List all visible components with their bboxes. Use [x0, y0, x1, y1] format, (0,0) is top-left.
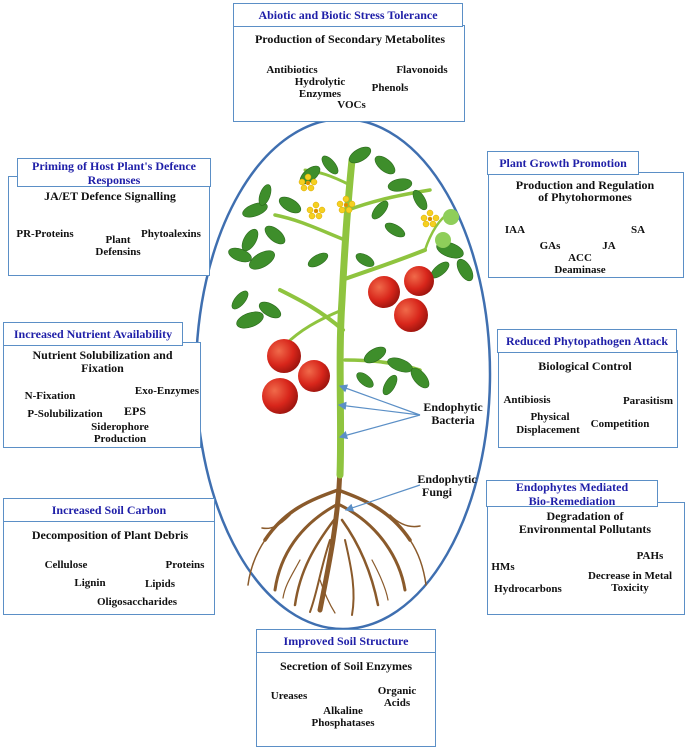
stress-header: Abiotic and Biotic Stress Tolerance: [233, 3, 463, 27]
priming-header: Priming of Host Plant's Defence Response…: [17, 158, 211, 187]
priming-subtitle: JA/ET Defence Signalling: [44, 189, 176, 203]
growth-item-gas: GAs: [539, 240, 561, 252]
phyto-item-antibiosis: Antibiosis: [503, 394, 551, 406]
plant-tomatoes: [262, 209, 459, 414]
stress-item-flavonoids: Flavonoids: [396, 64, 448, 76]
nutrient-item-eps: EPS: [123, 404, 146, 418]
plant-leaves: [228, 146, 474, 396]
growth-item-iaa: IAA: [504, 224, 526, 236]
stress-item-phenols: Phenols: [371, 82, 409, 94]
stress-box: [233, 25, 465, 122]
nutrient-item-p-solubilization: P-Solubilization: [27, 408, 103, 420]
phyto-subtitle: Biological Control: [538, 359, 632, 373]
endophytic-fungi-label-line1: Endophytic: [417, 472, 477, 486]
stress-item-antibiotics: Antibiotics: [266, 64, 318, 76]
phyto-item-displacement: Displacement: [516, 424, 580, 436]
nutrient-title: Increased Nutrient Availability: [13, 327, 173, 341]
growth-item-deaminase: Deaminase: [554, 264, 606, 276]
soil-item-acids: Acids: [383, 697, 411, 709]
growth-box: [488, 172, 684, 278]
phyto-title: Reduced Phytopathogen Attack: [505, 334, 668, 348]
endophytic-fungi-label-line2: Fungi: [421, 485, 452, 499]
priming-title-line1: Priming of Host Plant's Defence: [32, 158, 196, 173]
bioremed-item-hms: HMs: [491, 561, 515, 573]
stress-item-enzymes: Enzymes: [298, 88, 342, 100]
growth-title: Plant Growth Promotion: [499, 156, 627, 170]
phyto-box: [498, 350, 678, 448]
nutrient-subtitle-line2: Fixation: [81, 361, 124, 375]
priming-title-line2: Responses: [87, 172, 141, 187]
bioremed-box: [487, 502, 685, 615]
carbon-item-lignin: Lignin: [74, 577, 106, 589]
phyto-header: Reduced Phytopathogen Attack: [497, 329, 677, 353]
plant-roots: [247, 467, 427, 616]
stress-item-vocs: VOCs: [337, 99, 366, 111]
priming-box: [8, 176, 210, 276]
priming-item-defensins: Defensins: [95, 246, 141, 258]
growth-header: Plant Growth Promotion: [487, 151, 639, 175]
growth-subtitle-line1: Production and Regulation: [515, 178, 655, 192]
phyto-item-parasitism: Parasitism: [622, 395, 674, 407]
phyto-item-competition: Competition: [590, 418, 650, 430]
growth-item-acc: ACC: [568, 252, 592, 264]
soil-item-alkaline: Alkaline: [323, 705, 363, 717]
soil-header: Improved Soil Structure: [256, 629, 436, 653]
soil-item-organic: Organic: [377, 685, 417, 697]
bioremed-subtitle-line2: Environmental Pollutants: [518, 522, 652, 536]
bioremed-subtitle-line1: Degradation of: [546, 509, 624, 523]
stress-title: Abiotic and Biotic Stress Tolerance: [258, 8, 438, 22]
nutrient-item-exo-enzymes: Exo-Enzymes: [134, 385, 200, 397]
priming-item-pr-proteins: PR-Proteins: [16, 228, 74, 240]
bioremed-title-line1: Endophytes Mediated: [515, 479, 629, 494]
carbon-item-proteins: Proteins: [165, 559, 205, 571]
soil-box: [256, 650, 436, 747]
plant-flowers: [298, 173, 440, 228]
soil-item-ureases: Ureases: [270, 690, 308, 702]
endophytic-bacteria-label-line2: Bacteria: [431, 413, 475, 427]
soil-subtitle: Secretion of Soil Enzymes: [279, 659, 413, 673]
priming-item-plant: Plant: [105, 234, 131, 246]
growth-item-ja: JA: [602, 240, 616, 252]
bioremed-item-decrease: Decrease in Metal: [587, 570, 673, 582]
growth-subtitle-line2: of Phytohormones: [538, 190, 632, 204]
growth-item-sa: SA: [630, 224, 646, 236]
nutrient-item-siderophore: Siderophore: [91, 421, 149, 433]
nutrient-item-n-fixation: N-Fixation: [24, 390, 76, 402]
priming-item-phytoalexins: Phytoalexins: [141, 228, 201, 240]
carbon-subtitle: Decomposition of Plant Debris: [31, 528, 189, 542]
bioremed-title-line2: Bio-Remediation: [528, 493, 616, 508]
bioremed-header: Endophytes Mediated Bio-Remediation: [486, 479, 658, 508]
stress-item-hydrolytic: Hydrolytic: [294, 76, 346, 88]
soil-item-phosphatases: Phosphatases: [311, 717, 375, 729]
carbon-item-oligosaccharides: Oligosaccharides: [96, 596, 178, 608]
nutrient-box: [3, 342, 201, 448]
carbon-item-lipids: Lipids: [145, 578, 175, 590]
nutrient-header: Increased Nutrient Availability: [3, 322, 183, 346]
phyto-item-physical: Physical: [530, 411, 570, 423]
soil-title: Improved Soil Structure: [283, 634, 409, 648]
bioremed-item-hydrocarbons: Hydrocarbons: [494, 583, 562, 595]
endophytic-bacteria-label-line1: Endophytic: [423, 400, 483, 414]
nutrient-subtitle-line1: Nutrient Solubilization and: [32, 348, 173, 362]
stress-subtitle: Production of Secondary Metabolites: [254, 32, 446, 46]
carbon-item-cellulose: Cellulose: [44, 559, 88, 571]
bioremed-item-pahs: PAHs: [636, 550, 664, 562]
nutrient-item-production: Production: [93, 433, 147, 445]
bioremed-item-toxicity: Toxicity: [611, 582, 649, 594]
carbon-title: Increased Soil Carbon: [51, 503, 167, 517]
carbon-header: Increased Soil Carbon: [3, 498, 215, 522]
